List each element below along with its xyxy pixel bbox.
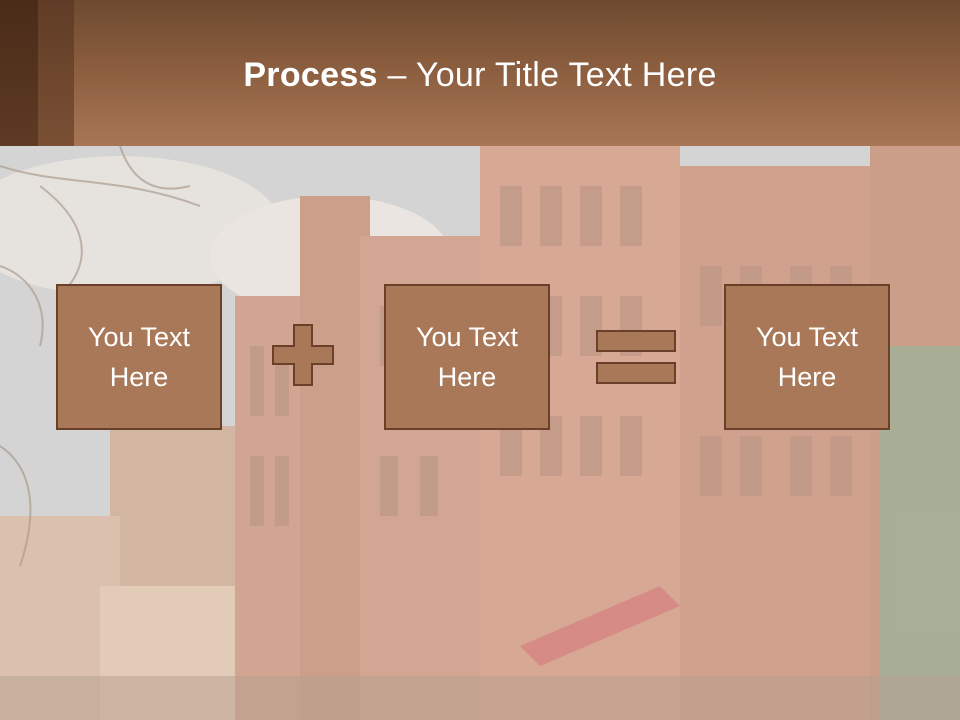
- process-box-2-line1: You Text: [415, 322, 519, 352]
- process-box-3-line2: Here: [777, 362, 837, 392]
- process-box-1-line1: You Text: [87, 322, 191, 352]
- title-strong: Process: [243, 56, 378, 94]
- process-box-2-line2: Here: [437, 362, 497, 392]
- process-box-3-line1: You Text: [755, 322, 859, 352]
- process-box-1-line2: Here: [109, 362, 169, 392]
- slide-title[interactable]: Process – Your Title Text Here: [0, 52, 960, 102]
- header-accent-mid: [38, 0, 74, 146]
- process-box-2[interactable]: You Text Here: [384, 284, 550, 430]
- equals-icon: [596, 330, 676, 384]
- plus-icon: [272, 324, 334, 386]
- process-box-1[interactable]: You Text Here: [56, 284, 222, 430]
- process-box-3[interactable]: You Text Here: [724, 284, 890, 430]
- header-accent-dark: [0, 0, 38, 146]
- title-bar: Process – Your Title Text Here: [0, 0, 960, 146]
- background-veil: [0, 146, 960, 720]
- title-separator: –: [377, 56, 416, 94]
- title-rest: Your Title Text Here: [415, 56, 717, 94]
